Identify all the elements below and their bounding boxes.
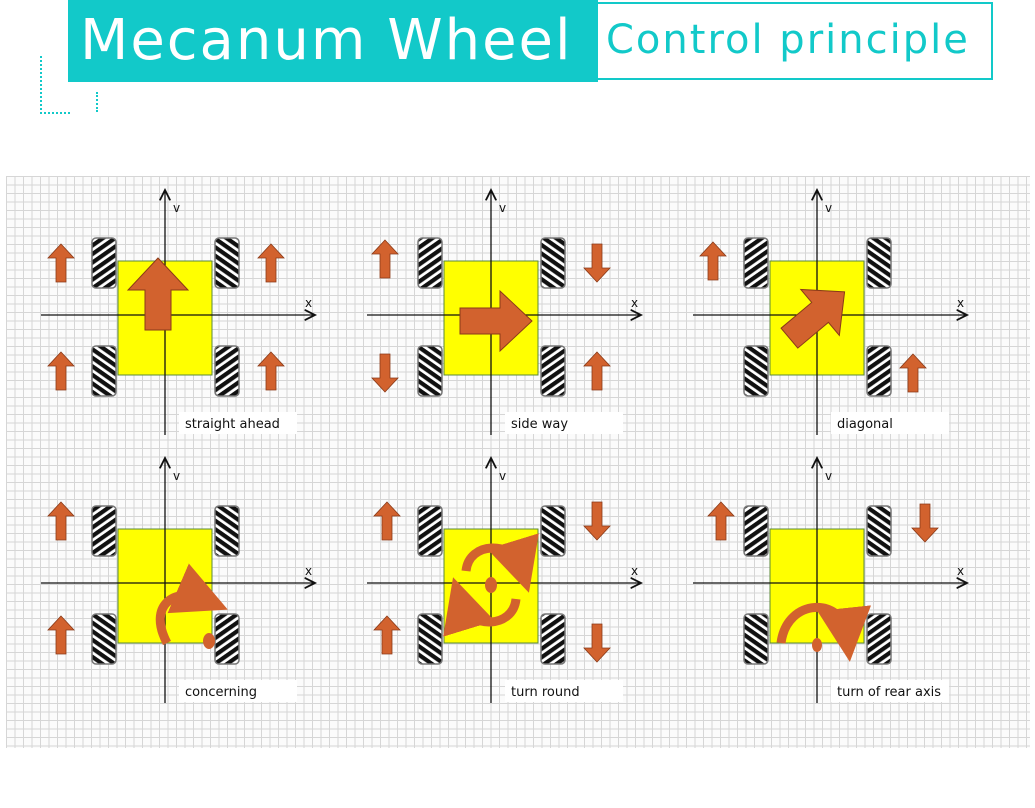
arrow-down-icon (911, 503, 939, 543)
direction-arrow-icon (459, 289, 533, 353)
panel-rear-axis: x v turn of rear axis (693, 458, 967, 703)
wheel-icon (214, 345, 240, 397)
arrow-up-icon (707, 501, 735, 541)
pivot-point-icon (485, 577, 497, 593)
pivot-point-icon (203, 633, 215, 649)
rotation-arrow-icon (461, 533, 539, 593)
caption-box (505, 680, 623, 702)
arrow-up-icon (257, 243, 285, 283)
wheel-icon (866, 613, 892, 665)
wheel-icon (417, 613, 443, 665)
arrow-up-icon (47, 351, 75, 391)
caption-label: straight ahead (185, 417, 280, 432)
wheel-icon (417, 345, 443, 397)
caption-label: turn of rear axis (837, 685, 941, 700)
direction-arrow-icon (126, 257, 190, 331)
y-axis-label: v (499, 469, 506, 483)
wheel-icon (417, 237, 443, 289)
caption-label: side way (511, 417, 568, 432)
wheel-icon (417, 505, 443, 557)
wheel-icon (91, 613, 117, 665)
caption-label: concerning (185, 685, 257, 700)
caption-box (831, 680, 949, 702)
arrow-down-icon (371, 353, 399, 393)
dotted-decoration-corner (68, 92, 98, 112)
panel-corner: x v concerning (41, 458, 315, 703)
pivot-point-icon (812, 638, 822, 652)
y-axis-label: v (173, 201, 180, 215)
title-banner (68, 0, 598, 82)
y-axis-label: v (825, 201, 832, 215)
x-axis-label: x (631, 296, 638, 310)
arrow-up-icon (699, 241, 727, 281)
wheel-icon (91, 505, 117, 557)
wheel-icon (866, 505, 892, 557)
caption-box (831, 412, 949, 434)
arrow-up-icon (371, 239, 399, 279)
wheel-icon (540, 505, 566, 557)
rotation-arrow-icon (155, 563, 228, 646)
caption-box (179, 680, 297, 702)
wheel-icon (743, 345, 769, 397)
x-axis-label: x (305, 296, 312, 310)
wheel-icon (214, 237, 240, 289)
arrow-up-icon (257, 351, 285, 391)
wheel-icon (540, 345, 566, 397)
page-title: Mecanum Wheel (80, 8, 573, 73)
x-axis-label: x (957, 564, 964, 578)
arrow-up-icon (899, 353, 927, 393)
wheel-icon (214, 505, 240, 557)
wheel-icon (91, 345, 117, 397)
wheel-icon (866, 345, 892, 397)
wheel-icon (91, 237, 117, 289)
y-axis-label: v (499, 201, 506, 215)
arrow-up-icon (373, 615, 401, 655)
caption-box (179, 412, 297, 434)
rotation-arrow-icon (776, 603, 871, 662)
panel-side: x v side way (367, 190, 641, 435)
arrow-down-icon (583, 501, 611, 541)
x-axis-label: x (631, 564, 638, 578)
caption-box (505, 412, 623, 434)
wheel-icon (743, 237, 769, 289)
caption-label: turn round (511, 685, 580, 700)
arrow-up-icon (373, 501, 401, 541)
caption-label: diagonal (837, 417, 893, 432)
arrow-up-icon (583, 351, 611, 391)
arrow-down-icon (583, 623, 611, 663)
wheel-icon (866, 237, 892, 289)
subtitle-box (596, 2, 993, 80)
wheel-icon (214, 613, 240, 665)
rotation-arrow-icon (443, 577, 521, 637)
wheel-icon (743, 505, 769, 557)
arrow-up-icon (47, 501, 75, 541)
y-axis-label: v (825, 469, 832, 483)
wheel-icon (743, 613, 769, 665)
wheel-icon (540, 237, 566, 289)
x-axis-label: x (957, 296, 964, 310)
y-axis-label: v (173, 469, 180, 483)
panel-diagonal: x v diagonal (693, 190, 967, 435)
dotted-decoration (40, 56, 70, 114)
arrow-up-icon (47, 615, 75, 655)
x-axis-label: x (305, 564, 312, 578)
arrow-down-icon (583, 243, 611, 283)
page-subtitle: Control principle (606, 17, 970, 63)
arrow-up-icon (47, 243, 75, 283)
panel-rotate: x v turn round (367, 458, 641, 703)
direction-arrow-icon (780, 288, 846, 349)
wheel-icon (540, 613, 566, 665)
panel-straight: x v straight ahead (41, 190, 315, 435)
